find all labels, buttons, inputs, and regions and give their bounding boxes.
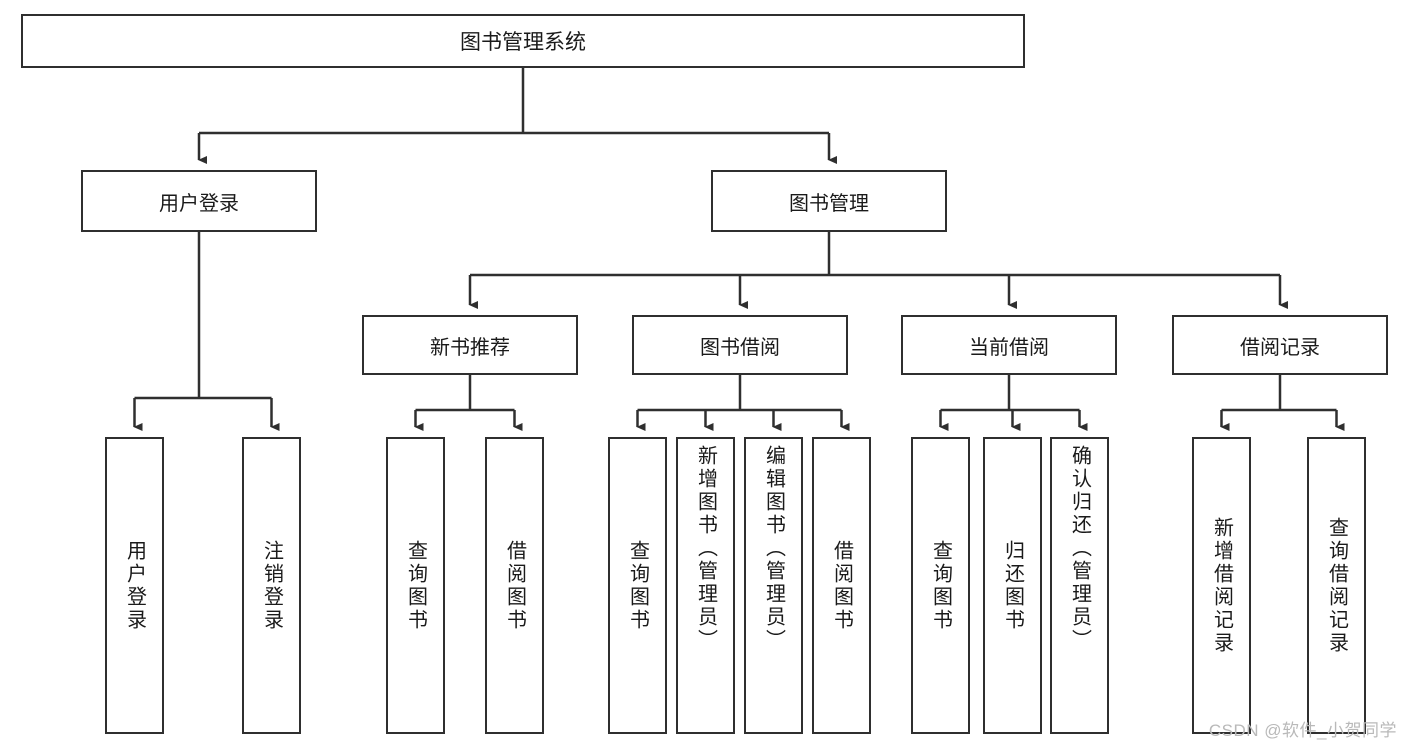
node-label: 查询图书	[404, 539, 427, 632]
node-root[interactable]: 图书管理系统	[21, 14, 1025, 68]
node-label: 查询图书	[626, 539, 649, 632]
node-label: 编辑图书（管理员）	[762, 445, 785, 652]
node-current-borrow[interactable]: 当前借阅	[901, 315, 1117, 375]
node-user-login[interactable]: 用户登录	[81, 170, 317, 232]
node-borrow-record[interactable]: 借阅记录	[1172, 315, 1388, 375]
node-label: 图书管理系统	[460, 31, 586, 54]
node-label: 归还图书	[1001, 539, 1024, 632]
node-leaf-query-record[interactable]: 查询借阅记录	[1307, 437, 1366, 734]
node-label: 新增图书（管理员）	[694, 445, 717, 652]
node-label: 用户登录	[159, 192, 239, 215]
node-label: 借阅图书	[503, 539, 526, 632]
node-label: 查询借阅记录	[1325, 516, 1348, 655]
node-leaf-edit-book[interactable]: 编辑图书（管理员）	[744, 437, 803, 734]
node-label: 借阅记录	[1240, 336, 1320, 359]
node-book-manage[interactable]: 图书管理	[711, 170, 947, 232]
node-new-book-recommend[interactable]: 新书推荐	[362, 315, 578, 375]
node-leaf-borrow-book-2[interactable]: 借阅图书	[812, 437, 871, 734]
node-leaf-user-login[interactable]: 用户登录	[105, 437, 164, 734]
node-book-borrow[interactable]: 图书借阅	[632, 315, 848, 375]
node-leaf-borrow-book-1[interactable]: 借阅图书	[485, 437, 544, 734]
node-label: 确认归还（管理员）	[1068, 445, 1091, 652]
node-label: 查询图书	[929, 539, 952, 632]
node-leaf-logout[interactable]: 注销登录	[242, 437, 301, 734]
node-leaf-query-book-1[interactable]: 查询图书	[386, 437, 445, 734]
csdn-watermark: CSDN @软件_小贺同学	[1208, 721, 1397, 740]
node-leaf-confirm-return[interactable]: 确认归还（管理员）	[1050, 437, 1109, 734]
node-label: 新增借阅记录	[1210, 516, 1233, 655]
node-leaf-query-book-2[interactable]: 查询图书	[608, 437, 667, 734]
node-label: 图书借阅	[700, 336, 780, 359]
node-label: 注销登录	[260, 539, 283, 632]
node-label: 用户登录	[123, 539, 146, 632]
node-label: 新书推荐	[430, 336, 510, 359]
node-label: 借阅图书	[830, 539, 853, 632]
node-leaf-add-book[interactable]: 新增图书（管理员）	[676, 437, 735, 734]
node-label: 图书管理	[789, 192, 869, 215]
node-leaf-add-record[interactable]: 新增借阅记录	[1192, 437, 1251, 734]
node-leaf-query-book-3[interactable]: 查询图书	[911, 437, 970, 734]
node-leaf-return-book[interactable]: 归还图书	[983, 437, 1042, 734]
node-label: 当前借阅	[969, 336, 1049, 359]
